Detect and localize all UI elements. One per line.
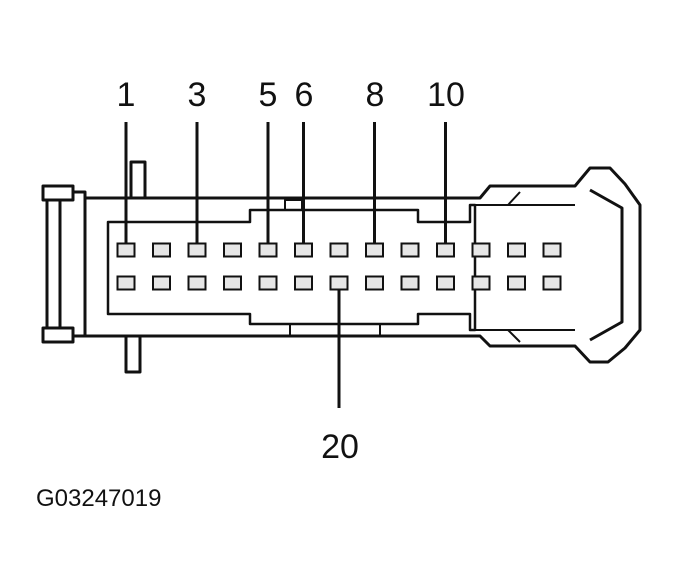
pin-cavity	[223, 275, 242, 291]
pin-cavity	[187, 242, 207, 258]
pin-cavity	[471, 242, 491, 258]
pin-cavity	[258, 242, 278, 258]
pin-cavity	[258, 275, 278, 291]
pin-cavity	[365, 242, 384, 258]
pin-cavity	[116, 242, 136, 258]
pin-cavity-frame	[106, 203, 477, 332]
pin-cavity	[152, 242, 171, 258]
leader-lines	[124, 122, 447, 408]
pin-cavity	[223, 242, 242, 258]
pin-cavity	[400, 242, 420, 258]
pin-label-10: 10	[427, 76, 465, 114]
bottom-latch	[124, 334, 142, 374]
top-latch	[129, 160, 147, 200]
pin-cavity	[542, 275, 562, 291]
figure-code: G03247019	[36, 485, 161, 512]
pin-label-20: 20	[321, 428, 359, 466]
pin-label-5: 5	[259, 76, 278, 114]
left-cap-bottom-tab	[41, 326, 75, 344]
left-end-cap	[45, 190, 87, 338]
pin-cavity	[436, 242, 455, 258]
left-cap-top-tab	[41, 184, 75, 202]
main-housing	[83, 166, 642, 364]
right-cap-inner	[589, 188, 624, 342]
pin-cavity	[542, 242, 562, 258]
pin-cavity	[471, 275, 491, 291]
pin-cavity	[329, 275, 349, 291]
pin-label-1: 1	[117, 76, 136, 114]
pin-label-8: 8	[366, 76, 385, 114]
pin-cavity	[294, 242, 313, 258]
pin-cavity	[116, 275, 136, 291]
pin-label-6: 6	[295, 76, 314, 114]
pin-cavity	[187, 275, 207, 291]
pin-cavity	[152, 275, 171, 291]
pin-cavity	[400, 275, 420, 291]
pin-label-3: 3	[188, 76, 207, 114]
pin-cavity	[507, 242, 526, 258]
pin-grid	[116, 242, 562, 291]
pin-cavity	[436, 275, 455, 291]
connector-body	[41, 160, 642, 374]
pin-cavity	[365, 275, 384, 291]
pin-cavity	[294, 275, 313, 291]
pin-cavity	[507, 275, 526, 291]
pin-cavity	[329, 242, 349, 258]
